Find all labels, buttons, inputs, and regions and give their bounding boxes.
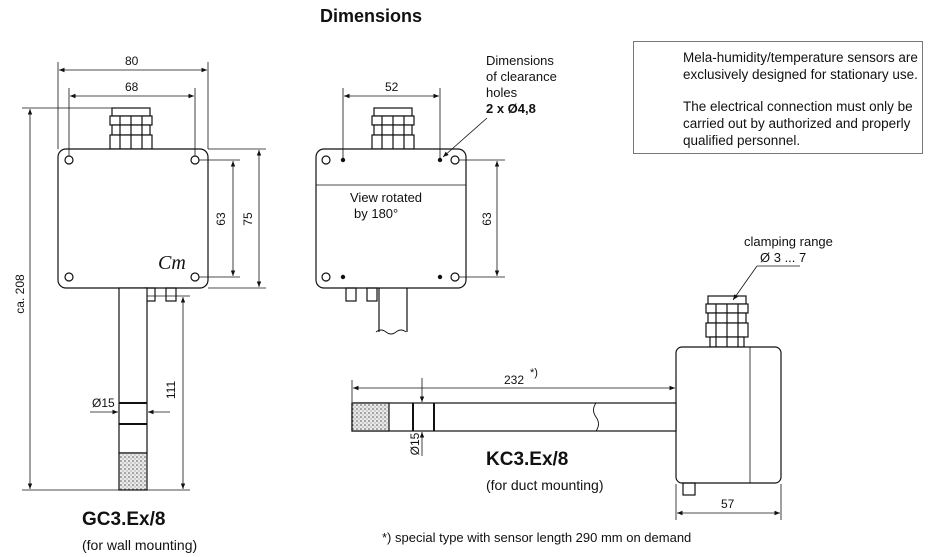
dim-hole-vertical-label: 63 bbox=[214, 212, 228, 226]
dim-width-label: 80 bbox=[125, 54, 139, 68]
duct-unit-model: KC3.Ex/8 bbox=[486, 449, 569, 470]
duct-probe-length-mark: *) bbox=[530, 367, 538, 379]
duct-unit-subtitle: (for duct mounting) bbox=[486, 477, 604, 493]
wall-unit-subtitle: (for wall mounting) bbox=[82, 537, 198, 553]
page-title: Dimensions bbox=[320, 6, 423, 26]
dim-probe-dia-label: Ø15 bbox=[92, 396, 115, 410]
back-view-drawing bbox=[315, 107, 467, 335]
clearance-label-line: of clearance bbox=[486, 69, 557, 84]
dim-height-label: 75 bbox=[241, 212, 255, 226]
duct-housing-depth-label: 57 bbox=[721, 497, 735, 511]
warning-text-line: exclusively designed for stationary use. bbox=[683, 67, 918, 82]
duct-unit-dimensions bbox=[351, 265, 800, 520]
clearance-label-line: holes bbox=[486, 85, 518, 100]
view-rotated-label: View rotated bbox=[350, 190, 423, 205]
back-dim-hole-spacing-label: 52 bbox=[385, 80, 399, 94]
clamping-range-label: clamping range bbox=[744, 234, 833, 249]
back-view-dimensions bbox=[342, 88, 505, 278]
clearance-label-line: Dimensions bbox=[486, 53, 554, 68]
duct-unit-drawing bbox=[351, 295, 782, 496]
warning-box: Mela-humidity/temperature sensors are ex… bbox=[633, 41, 923, 154]
clearance-label-line: 2 x Ø4,8 bbox=[486, 101, 536, 116]
duct-probe-dia-label: Ø15 bbox=[408, 432, 422, 456]
warning-text-line: qualified personnel. bbox=[683, 133, 801, 148]
dim-hole-spacing-label: 68 bbox=[125, 80, 139, 94]
wall-unit-drawing: Cm bbox=[57, 107, 209, 491]
dim-probe-length-label: 111 bbox=[164, 380, 178, 400]
wall-unit-model: GC3.Ex/8 bbox=[82, 509, 166, 530]
footnote: *) special type with sensor length 290 m… bbox=[382, 530, 692, 545]
warning-text-line: Mela-humidity/temperature sensors are bbox=[683, 50, 918, 65]
clamping-range-value: Ø 3 ... 7 bbox=[760, 250, 807, 265]
duct-probe-length-label: 232 bbox=[504, 373, 525, 387]
mela-logo-icon: Cm bbox=[158, 252, 186, 274]
wall-unit-dimensions bbox=[22, 62, 266, 491]
warning-text-line: The electrical connection must only be bbox=[683, 99, 913, 114]
back-dim-vertical-label: 63 bbox=[480, 212, 494, 226]
view-rotated-label: by 180° bbox=[354, 206, 399, 221]
dim-total-height-label: ca. 208 bbox=[13, 274, 27, 314]
warning-text-line: carried out by authorized and properly bbox=[683, 116, 911, 131]
